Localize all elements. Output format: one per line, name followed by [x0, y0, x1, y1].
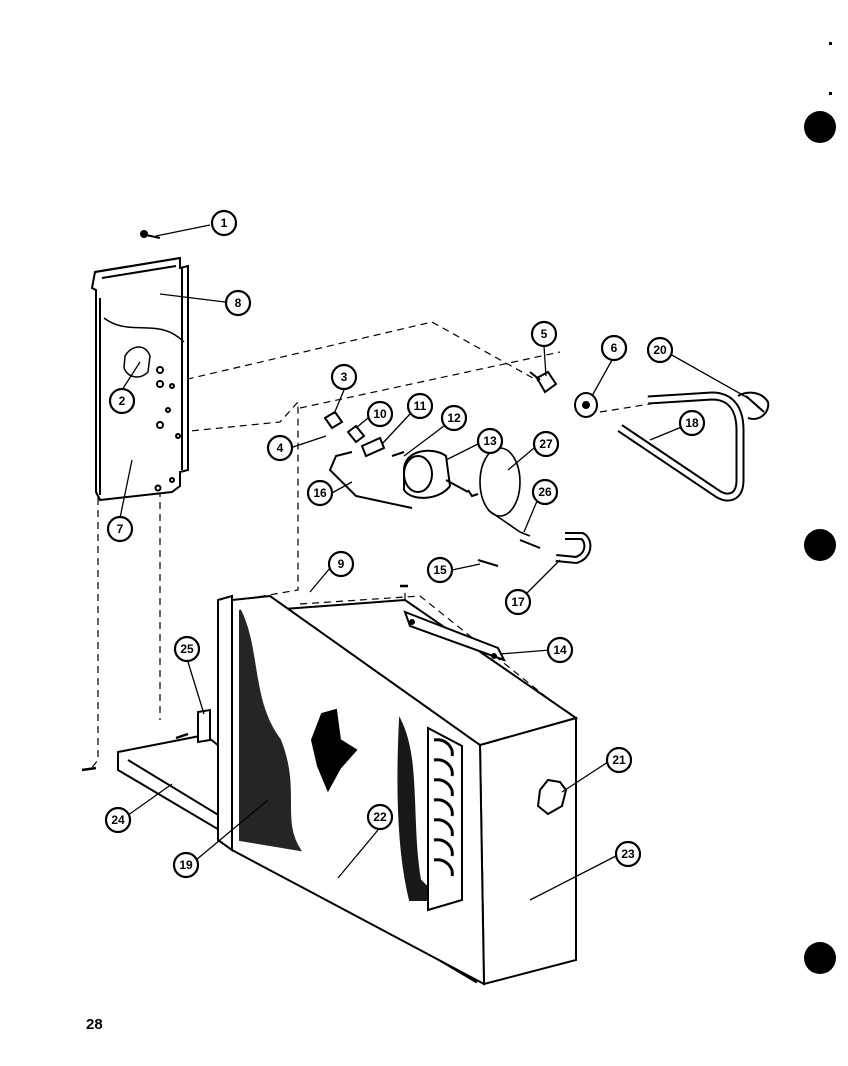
control-panel [90, 256, 189, 502]
svg-text:11: 11 [414, 399, 427, 413]
svg-text:19: 19 [179, 858, 193, 872]
callout-17: 17 [504, 588, 532, 616]
callout-26: 26 [531, 478, 559, 506]
svg-text:24: 24 [111, 813, 125, 827]
top-screw [140, 230, 161, 239]
svg-text:16: 16 [313, 486, 327, 500]
binder-holes [804, 42, 836, 974]
svg-text:1: 1 [221, 216, 228, 230]
callout-13: 13 [476, 427, 504, 455]
svg-text:18: 18 [685, 416, 699, 430]
callout-24: 24 [104, 806, 132, 834]
callout-16: 16 [306, 479, 334, 507]
callout-20: 20 [646, 336, 674, 364]
cabinet-assembly [81, 584, 579, 986]
callout-6: 6 [600, 334, 628, 362]
binder-hole-middle [804, 529, 836, 561]
fittings [323, 370, 598, 458]
svg-text:7: 7 [117, 522, 124, 536]
svg-text:21: 21 [612, 753, 626, 767]
callout-11: 11 [406, 392, 434, 420]
capillary-coil [479, 447, 531, 537]
binder-hole-top [804, 111, 836, 143]
callout-15: 15 [426, 556, 454, 584]
svg-text:14: 14 [553, 643, 567, 657]
callout-1: 1 [210, 209, 238, 237]
svg-text:3: 3 [341, 370, 348, 384]
svg-text:6: 6 [611, 341, 618, 355]
callout-21: 21 [605, 746, 633, 774]
svg-text:26: 26 [538, 485, 552, 499]
svg-text:20: 20 [653, 343, 667, 357]
svg-text:9: 9 [338, 557, 345, 571]
callout-8: 8 [224, 289, 252, 317]
svg-text:15: 15 [433, 563, 447, 577]
callout-19: 19 [172, 851, 200, 879]
callout-22: 22 [366, 803, 394, 831]
svg-text:13: 13 [483, 434, 497, 448]
svg-text:4: 4 [277, 441, 284, 455]
callout-10: 10 [366, 400, 394, 428]
svg-text:12: 12 [447, 411, 461, 425]
svg-text:10: 10 [373, 407, 387, 421]
scan-speck [829, 42, 832, 45]
callout-7: 7 [106, 515, 134, 543]
assembly-guide-lines [89, 321, 651, 771]
callout-27: 27 [532, 430, 560, 458]
callout-9: 9 [327, 550, 355, 578]
callout-14: 14 [546, 636, 574, 664]
svg-text:8: 8 [235, 296, 242, 310]
svg-text:22: 22 [373, 810, 387, 824]
callout-3: 3 [330, 363, 358, 391]
callout-25: 25 [173, 635, 201, 663]
binder-hole-bottom [804, 942, 836, 974]
page-number: 28 [86, 1016, 103, 1033]
callout-23: 23 [614, 840, 642, 868]
svg-text:23: 23 [621, 847, 635, 861]
svg-text:17: 17 [511, 595, 525, 609]
svg-text:5: 5 [541, 327, 548, 341]
callout-18: 18 [678, 409, 706, 437]
svg-text:25: 25 [180, 642, 194, 656]
callout-bubbles: 1 8 2 7 5 6 20 3 10 11 12 13 27 4 18 16 … [104, 209, 706, 879]
fan-motor [403, 449, 479, 499]
svg-text:27: 27 [539, 437, 553, 451]
callout-5: 5 [530, 320, 558, 348]
callout-12: 12 [440, 404, 468, 432]
callout-2: 2 [108, 387, 136, 415]
tubing [328, 391, 770, 567]
leader-lines [119, 224, 749, 901]
svg-text:2: 2 [119, 394, 126, 408]
scan-speck [829, 92, 832, 95]
callout-4: 4 [266, 434, 294, 462]
